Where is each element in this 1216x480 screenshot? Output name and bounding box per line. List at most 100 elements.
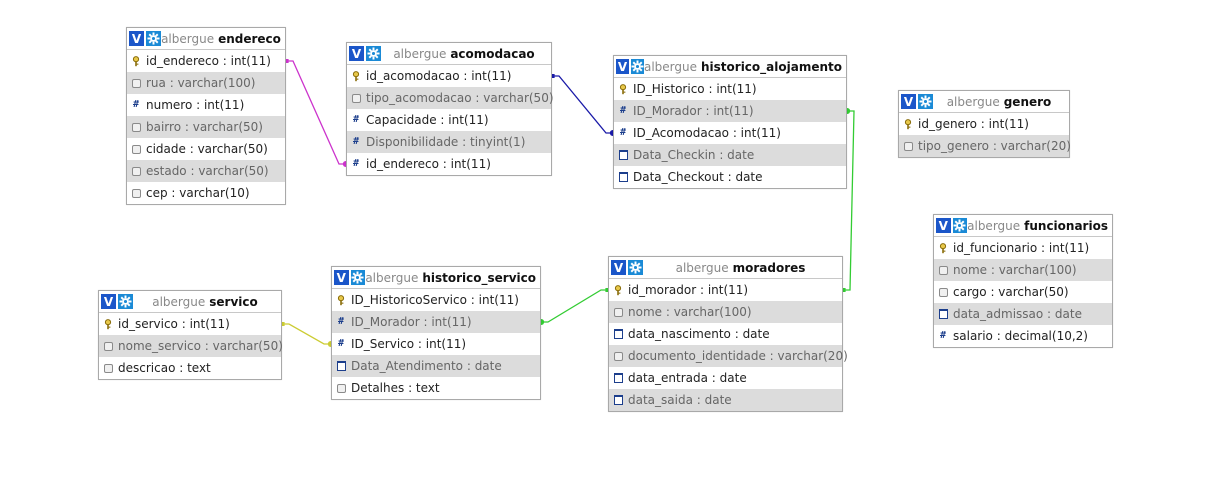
field-row[interactable]: Detalhes : text: [332, 377, 540, 399]
field-row[interactable]: tipo_genero : varchar(20): [899, 135, 1071, 157]
field-row[interactable]: estado : varchar(50): [127, 160, 285, 182]
view-button[interactable]: V: [901, 94, 916, 109]
field-row[interactable]: #ID_Servico : int(11): [332, 333, 540, 355]
field-row[interactable]: ID_Historico : int(11): [614, 78, 846, 100]
field-row[interactable]: Data_Atendimento : date: [332, 355, 540, 377]
field-row[interactable]: #ID_Morador : int(11): [332, 311, 540, 333]
field-row[interactable]: data_admissao : date: [934, 303, 1112, 325]
gear-icon[interactable]: [350, 270, 366, 285]
view-button[interactable]: V: [101, 294, 116, 309]
gear-icon[interactable]: [366, 46, 381, 61]
field-row[interactable]: ID_HistoricoServico : int(11): [332, 289, 540, 311]
field-row[interactable]: #ID_Morador : int(11): [614, 100, 846, 122]
text-icon: [131, 78, 141, 88]
key-icon: [103, 318, 113, 329]
field-row[interactable]: tipo_acomodacao : varchar(50): [347, 87, 554, 109]
field-label: Data_Checkout : date: [633, 170, 763, 184]
gear-icon[interactable]: [918, 94, 933, 109]
text-icon: [938, 287, 948, 297]
field-row[interactable]: Data_Checkout : date: [614, 166, 846, 188]
field-row[interactable]: #numero : int(11): [127, 94, 285, 116]
table-name: genero: [1003, 94, 1052, 109]
field-row[interactable]: data_saida : date: [609, 389, 842, 411]
field-label: ID_Morador : int(11): [351, 315, 472, 329]
gear-icon[interactable]: [952, 218, 968, 233]
field-row[interactable]: data_entrada : date: [609, 367, 842, 389]
field-label: cargo : varchar(50): [953, 285, 1069, 299]
text-icon: [131, 122, 141, 132]
field-row[interactable]: nome : varchar(100): [609, 301, 842, 323]
text-icon: [103, 363, 113, 373]
field-row[interactable]: nome_servico : varchar(50): [99, 335, 283, 357]
view-button[interactable]: V: [349, 46, 364, 61]
field-row[interactable]: #Capacidade : int(11): [347, 109, 551, 131]
date-icon: [618, 172, 628, 182]
gear-icon[interactable]: [146, 31, 161, 46]
database-name: albergue: [161, 31, 215, 46]
date-icon: [618, 150, 628, 160]
field-row[interactable]: Data_Checkin : date: [614, 144, 846, 166]
field-row[interactable]: documento_identidade : varchar(20): [609, 345, 848, 367]
database-name: albergue: [675, 260, 729, 275]
gear-icon[interactable]: [630, 59, 644, 74]
field-row[interactable]: id_endereco : int(11): [127, 50, 285, 72]
date-icon: [613, 395, 623, 405]
field-label: id_funcionario : int(11): [953, 241, 1090, 255]
field-row[interactable]: id_morador : int(11): [609, 279, 842, 301]
field-row[interactable]: rua : varchar(100): [127, 72, 285, 94]
field-row[interactable]: nome : varchar(100): [934, 259, 1112, 281]
field-row[interactable]: id_genero : int(11): [899, 113, 1069, 135]
field-row[interactable]: id_acomodacao : int(11): [347, 65, 551, 87]
field-label: data_admissao : date: [953, 307, 1082, 321]
date-icon: [938, 309, 948, 319]
field-row[interactable]: cidade : varchar(50): [127, 138, 285, 160]
field-row[interactable]: id_servico : int(11): [99, 313, 281, 335]
view-button[interactable]: V: [611, 260, 626, 275]
date-icon: [336, 361, 346, 371]
field-label: ID_Historico : int(11): [633, 82, 757, 96]
field-label: id_servico : int(11): [118, 317, 230, 331]
field-row[interactable]: #ID_Acomodacao : int(11): [614, 122, 846, 144]
field-label: data_saida : date: [628, 393, 732, 407]
field-row[interactable]: id_funcionario : int(11): [934, 237, 1112, 259]
gear-icon[interactable]: [628, 260, 643, 275]
field-row[interactable]: bairro : varchar(50): [127, 116, 285, 138]
field-row[interactable]: #id_endereco : int(11): [347, 153, 551, 175]
database-name: albergue: [393, 46, 447, 61]
field-label: cidade : varchar(50): [146, 142, 268, 156]
field-row[interactable]: #Disponibilidade : tinyint(1): [347, 131, 551, 153]
field-label: estado : varchar(50): [146, 164, 269, 178]
field-label: nome : varchar(100): [628, 305, 752, 319]
view-button[interactable]: V: [129, 31, 144, 46]
field-row[interactable]: cargo : varchar(50): [934, 281, 1112, 303]
view-button[interactable]: V: [334, 270, 349, 285]
view-button[interactable]: V: [936, 218, 951, 233]
text-icon: [613, 307, 623, 317]
gear-icon[interactable]: [118, 294, 133, 309]
key-icon: [938, 242, 948, 253]
field-row[interactable]: data_nascimento : date: [609, 323, 842, 345]
field-label: data_nascimento : date: [628, 327, 770, 341]
field-row[interactable]: #salario : decimal(10,2): [934, 325, 1112, 347]
field-row[interactable]: cep : varchar(10): [127, 182, 285, 204]
field-row[interactable]: descricao : text: [99, 357, 281, 379]
view-button[interactable]: V: [616, 59, 629, 74]
